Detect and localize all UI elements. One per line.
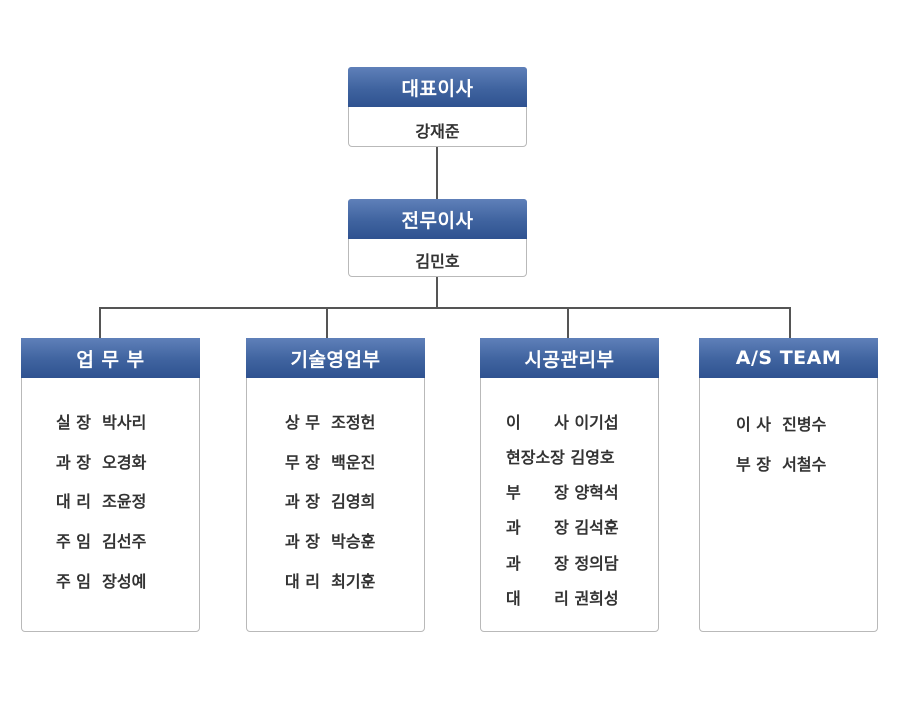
member-row: 과 장 김영희 — [285, 488, 375, 512]
member-position: 과 장 — [285, 532, 321, 551]
vp-title: 전무이사 — [348, 199, 527, 239]
dept-as-team-title: A/S TEAM — [699, 338, 878, 378]
member-name: 조정헌 — [331, 413, 376, 432]
member-position: 과 장 — [506, 518, 569, 537]
dept-sales-title: 기술영업부 — [246, 338, 425, 378]
member-position: 과 장 — [285, 492, 321, 511]
member-row: 상 무 조정헌 — [285, 409, 375, 433]
dept-admin-box: 업 무 부 실 장 박사리 과 장 오경화 대 리 조윤정 주 임 김선주 주 … — [21, 338, 200, 632]
ceo-box: 대표이사 강재준 — [348, 67, 527, 147]
member-name: 서철수 — [782, 455, 827, 474]
dept-as-team-box: A/S TEAM 이 사 진병수 부 장 서철수 — [699, 338, 878, 632]
member-position: 과 장 — [56, 453, 92, 472]
member-position: 부 장 — [506, 483, 569, 502]
member-name: 김석훈 — [574, 518, 619, 537]
vp-box: 전무이사 김민호 — [348, 199, 527, 277]
member-row: 과 장 김석훈 — [506, 514, 619, 538]
connector-ceo-vp — [436, 146, 438, 200]
member-position: 대 리 — [285, 572, 321, 591]
member-row: 이 사 이기섭 — [506, 409, 619, 433]
member-name: 조윤정 — [102, 492, 147, 511]
connector-horizontal — [99, 307, 791, 309]
member-position: 실 장 — [56, 413, 92, 432]
member-name: 박사리 — [102, 413, 147, 432]
member-name: 진병수 — [782, 415, 827, 434]
member-name: 김영희 — [331, 492, 376, 511]
member-position: 대 리 — [506, 589, 569, 608]
member-name: 정의담 — [574, 554, 619, 573]
connector-dept-3 — [567, 307, 569, 339]
member-position: 무 장 — [285, 453, 321, 472]
connector-dept-2 — [326, 307, 328, 339]
member-position: 상 무 — [285, 413, 321, 432]
member-name: 양혁석 — [574, 483, 619, 502]
member-position: 부 장 — [736, 455, 772, 474]
member-row: 실 장 박사리 — [56, 409, 146, 433]
vp-title-text: 전무이사 — [401, 209, 474, 232]
dept-as-team-title-text: A/S TEAM — [735, 347, 842, 369]
member-name: 백운진 — [331, 453, 376, 472]
member-row: 현장소장 김영호 — [506, 444, 615, 468]
member-position: 주 임 — [56, 532, 92, 551]
connector-dept-4 — [789, 307, 791, 339]
member-position: 대 리 — [56, 492, 92, 511]
ceo-title: 대표이사 — [348, 67, 527, 107]
member-row: 과 장 오경화 — [56, 449, 146, 473]
dept-sales-box: 기술영업부 상 무 조정헌 무 장 백운진 과 장 김영희 과 장 박승훈 대 … — [246, 338, 425, 632]
connector-vp-down — [436, 276, 438, 307]
member-name: 권희성 — [574, 589, 619, 608]
member-name: 최기훈 — [331, 572, 376, 591]
member-row: 부 장 서철수 — [736, 451, 826, 475]
member-name: 김영호 — [570, 448, 615, 467]
member-row: 대 리 조윤정 — [56, 488, 146, 512]
member-row: 주 임 김선주 — [56, 528, 146, 552]
dept-admin-title: 업 무 부 — [21, 338, 200, 378]
dept-sales-title-text: 기술영업부 — [290, 348, 381, 371]
connector-dept-1 — [99, 307, 101, 339]
dept-construction-box: 시공관리부 이 사 이기섭 현장소장 김영호 부 장 양혁석 과 장 김석훈 과… — [480, 338, 659, 632]
member-position: 과 장 — [506, 554, 569, 573]
member-position: 현장소장 — [506, 448, 565, 467]
dept-construction-title-text: 시공관리부 — [524, 348, 615, 371]
member-position: 이 사 — [506, 413, 569, 432]
member-row: 무 장 백운진 — [285, 449, 375, 473]
member-name: 장성예 — [102, 572, 147, 591]
member-name: 박승훈 — [331, 532, 376, 551]
member-row: 대 리 권희성 — [506, 585, 619, 609]
member-row: 부 장 양혁석 — [506, 479, 619, 503]
member-position: 이 사 — [736, 415, 772, 434]
member-row: 과 장 박승훈 — [285, 528, 375, 552]
member-position: 주 임 — [56, 572, 92, 591]
member-name: 김선주 — [102, 532, 147, 551]
ceo-title-text: 대표이사 — [401, 77, 474, 100]
vp-name: 김민호 — [415, 252, 460, 271]
member-row: 대 리 최기훈 — [285, 568, 375, 592]
member-row: 주 임 장성예 — [56, 568, 146, 592]
member-name: 이기섭 — [574, 413, 619, 432]
member-row: 과 장 정의담 — [506, 550, 619, 574]
member-row: 이 사 진병수 — [736, 411, 826, 435]
dept-admin-title-text: 업 무 부 — [76, 348, 145, 371]
member-name: 오경화 — [102, 453, 147, 472]
dept-construction-title: 시공관리부 — [480, 338, 659, 378]
ceo-name: 강재준 — [415, 122, 460, 141]
